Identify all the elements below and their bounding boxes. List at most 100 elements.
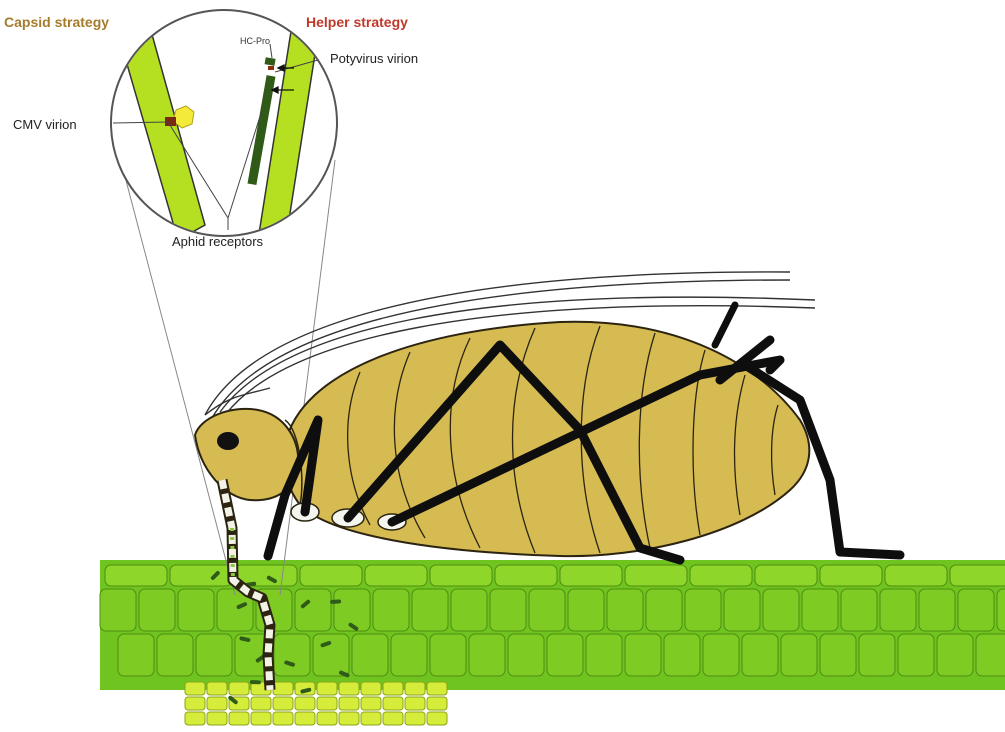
phloem-cell (273, 682, 293, 695)
plant-cell (820, 634, 856, 676)
phloem-cell (361, 712, 381, 725)
plant-cell (568, 589, 604, 631)
plant-cell (607, 589, 643, 631)
phloem-cell (273, 697, 293, 710)
aphid-receptors-label: Aphid receptors (172, 234, 263, 249)
plant-cell (118, 634, 154, 676)
phloem-cell (229, 712, 249, 725)
phloem-cell (317, 712, 337, 725)
plant-cell (880, 589, 916, 631)
plant-cell (664, 634, 700, 676)
phloem-cell (251, 697, 271, 710)
plant-cell (391, 634, 427, 676)
phloem-cell (273, 712, 293, 725)
phloem-cell (317, 697, 337, 710)
plant-cell (105, 565, 167, 586)
plant-cell (170, 565, 232, 586)
phloem-cell (427, 697, 447, 710)
cmv-virion-label: CMV virion (13, 117, 77, 132)
plant-cell (196, 634, 232, 676)
plant-cell (755, 565, 817, 586)
plant-cell (100, 589, 136, 631)
plant-cell (646, 589, 682, 631)
plant-cell (365, 565, 427, 586)
plant-cell (412, 589, 448, 631)
phloem-cell (405, 697, 425, 710)
phloem-cell (427, 682, 447, 695)
aphid-eye (217, 432, 239, 450)
phloem-cell (361, 682, 381, 695)
plant-cell (937, 634, 973, 676)
phloem-cell (207, 712, 227, 725)
phloem-cell (405, 712, 425, 725)
plant-cell (157, 634, 193, 676)
plant-cell (469, 634, 505, 676)
plant-cell (742, 634, 778, 676)
plant-cell (586, 634, 622, 676)
plant-cell (976, 634, 1005, 676)
plant-cell (274, 634, 310, 676)
plant-cell (625, 634, 661, 676)
phloem-cell (339, 697, 359, 710)
plant-cell (997, 589, 1005, 631)
plant-cell (430, 634, 466, 676)
plant-cell (451, 589, 487, 631)
phloem-cell (427, 712, 447, 725)
plant-cell (430, 565, 492, 586)
phloem-cell (339, 712, 359, 725)
plant-cell (724, 589, 760, 631)
plant-cell (802, 589, 838, 631)
phloem-cell (185, 682, 205, 695)
phloem-cell (295, 697, 315, 710)
plant-cell (703, 634, 739, 676)
plant-cell (950, 565, 1005, 586)
plant-cell (139, 589, 175, 631)
phloem-cell (383, 712, 403, 725)
phloem-cell (383, 697, 403, 710)
plant-cell (763, 589, 799, 631)
plant-cell (841, 589, 877, 631)
virus-particle (250, 680, 261, 684)
phloem-cell (361, 697, 381, 710)
plant-cell (295, 589, 331, 631)
plant-cell (178, 589, 214, 631)
plant-cell (820, 565, 882, 586)
plant-cell (352, 634, 388, 676)
plant-cell (490, 589, 526, 631)
helper-strategy-heading: Helper strategy (306, 14, 408, 30)
plant-cell (781, 634, 817, 676)
plant-cell (625, 565, 687, 586)
plant-cell (958, 589, 994, 631)
phloem-cell (207, 697, 227, 710)
plant-cell (495, 565, 557, 586)
phloem-cell (207, 682, 227, 695)
plant-cell (690, 565, 752, 586)
phloem-cell (185, 712, 205, 725)
phloem-cell (339, 682, 359, 695)
phloem-cell (405, 682, 425, 695)
plant-cell (560, 565, 622, 586)
phloem-cell (185, 697, 205, 710)
potyvirus-virion-label: Potyvirus virion (330, 51, 418, 66)
plant-cell (313, 634, 349, 676)
phloem-cell (295, 712, 315, 725)
plant-cell (508, 634, 544, 676)
plant-cell (919, 589, 955, 631)
zoom-inset (111, 10, 337, 245)
plant-cell (373, 589, 409, 631)
phloem-cell (383, 682, 403, 695)
hc-pro-label: HC-Pro (240, 36, 270, 46)
plant-cell (547, 634, 583, 676)
plant-cell (529, 589, 565, 631)
virus-particle (330, 599, 341, 604)
phloem-cell (295, 682, 315, 695)
plant-cell (859, 634, 895, 676)
phloem-cell (251, 712, 271, 725)
phloem-cell (317, 682, 337, 695)
plant-cell (685, 589, 721, 631)
plant-cell (898, 634, 934, 676)
phloem-cell (229, 682, 249, 695)
plant-cell (885, 565, 947, 586)
